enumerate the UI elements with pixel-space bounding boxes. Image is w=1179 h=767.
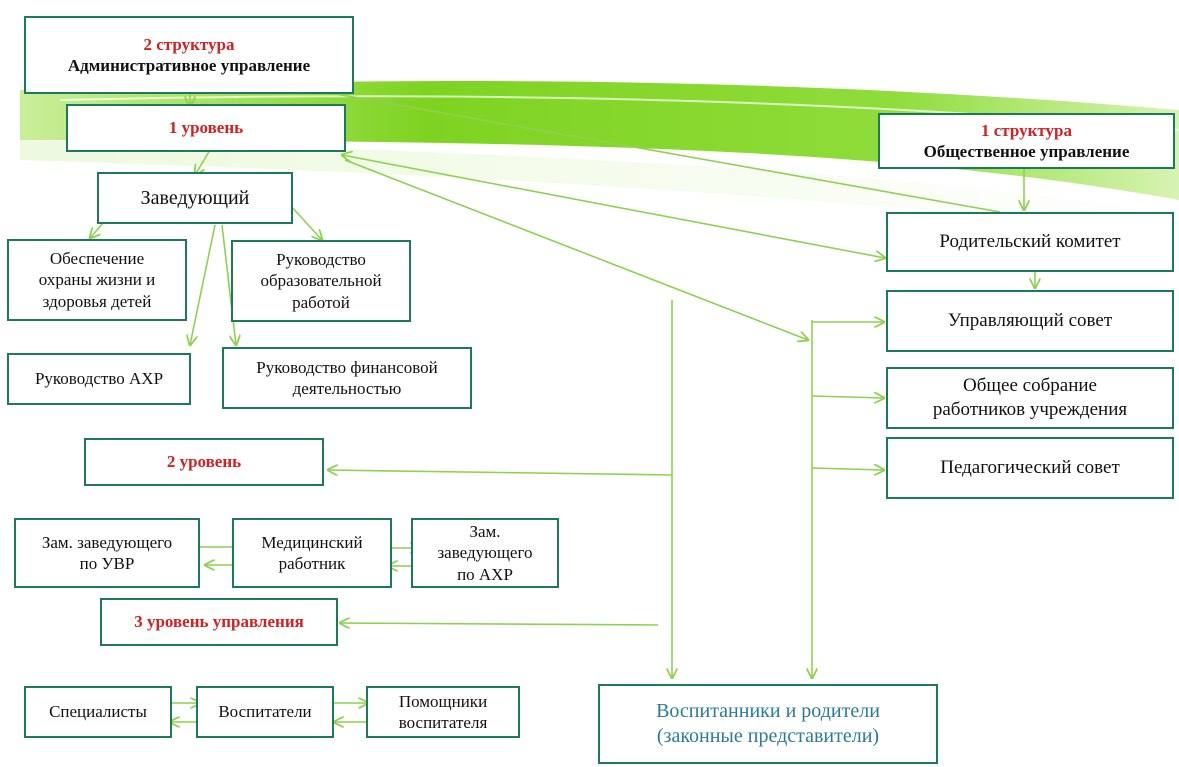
ahr-box: Руководство АХР: [7, 353, 191, 405]
deputy-uvr-box: Зам. заведующего по УВР: [14, 518, 200, 588]
safety-line-1: Обеспечение: [49, 249, 145, 269]
education-line-3: работой: [292, 292, 350, 312]
education-line-2: образовательной: [260, 271, 382, 291]
governing-council-box: Управляющий совет: [886, 290, 1174, 352]
level1-box: 1 уровень: [66, 104, 346, 152]
finance-line-1: Руководство финансовой: [256, 357, 438, 377]
medic-line-1: Медицинский: [261, 532, 363, 552]
level2-box: 2 уровень: [84, 438, 324, 486]
specialists-box: Специалисты: [24, 686, 172, 738]
ped-council-box: Педагогический совет: [886, 437, 1174, 499]
deputy-ahr-line-2: заведующего: [437, 543, 533, 563]
governing-council-label: Управляющий совет: [947, 310, 1113, 332]
deputy-ahr-line-3: по АХР: [457, 564, 513, 584]
general-meeting-line-1: Общее собрание: [963, 375, 1097, 397]
parent-committee-label: Родительский комитет: [939, 231, 1121, 253]
general-meeting-box: Общее собрание работников учреждения: [886, 367, 1174, 429]
educators-box: Воспитатели: [196, 686, 334, 738]
level1-label: 1 уровень: [168, 118, 244, 138]
assistants-line-2: воспитателя: [398, 713, 488, 732]
structure1-subtitle: Общественное управление: [923, 142, 1130, 161]
medic-line-2: работник: [278, 554, 346, 573]
pupils-line-1: Воспитанники и родители: [656, 700, 880, 722]
structure1-title: 1 структура: [981, 120, 1072, 140]
ped-council-label: Педагогический совет: [940, 457, 1120, 479]
pupils-box: Воспитанники и родители (законные предст…: [598, 684, 938, 764]
deputy-ahr-box: Зам. заведующего по АХР: [411, 518, 559, 588]
finance-box: Руководство финансовой деятельностью: [222, 347, 472, 409]
education-line-1: Руководство: [276, 250, 366, 270]
education-box: Руководство образовательной работой: [231, 240, 411, 322]
swoosh-band-light: [20, 140, 1179, 240]
finance-line-2: деятельностью: [292, 379, 402, 398]
deputy-uvr-line-1: Зам. заведующего: [41, 532, 173, 552]
general-meeting-line-2: работников учреждения: [932, 399, 1128, 420]
head-box: Заведующий: [97, 172, 293, 224]
head-label: Заведующий: [140, 186, 250, 209]
deputy-ahr-line-1: Зам.: [469, 522, 501, 542]
safety-line-2: охраны жизни и: [38, 270, 156, 290]
educators-label: Воспитатели: [218, 702, 312, 722]
structure2-box: 2 структура Административное управление: [24, 16, 354, 94]
structure2-subtitle: Административное управление: [67, 56, 311, 75]
level3-box: 3 уровень управления: [100, 598, 338, 646]
safety-line-3: здоровья детей: [42, 291, 152, 311]
safety-box: Обеспечение охраны жизни и здоровья дете…: [7, 239, 187, 321]
assistants-box: Помощники воспитателя: [366, 686, 520, 738]
connector-arrows: [90, 92, 1035, 722]
deputy-uvr-line-2: по УВР: [79, 554, 135, 573]
assistants-line-1: Помощники: [398, 691, 488, 711]
structure1-box: 1 структура Общественное управление: [878, 113, 1175, 169]
specialists-label: Специалисты: [49, 702, 147, 722]
parent-committee-box: Родительский комитет: [886, 212, 1174, 272]
level2-label: 2 уровень: [166, 452, 242, 472]
pupils-line-2: (законные представители): [656, 725, 880, 747]
medic-box: Медицинский работник: [232, 518, 392, 588]
structure2-title: 2 структура: [143, 34, 235, 54]
level3-label: 3 уровень управления: [134, 612, 304, 632]
ahr-label: Руководство АХР: [34, 369, 164, 389]
